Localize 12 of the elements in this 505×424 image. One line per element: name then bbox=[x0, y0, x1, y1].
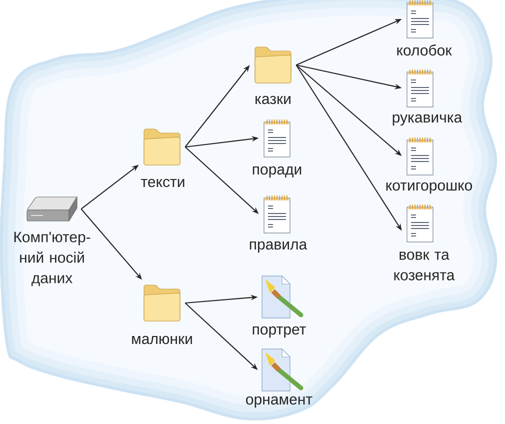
node-label: котигорошко bbox=[386, 182, 472, 194]
node-label: поради bbox=[252, 166, 302, 178]
node-label: малюнки bbox=[132, 336, 192, 344]
node-label: казки bbox=[256, 96, 290, 104]
node-label: портрет bbox=[252, 326, 306, 338]
node-label: рукавичка bbox=[392, 114, 462, 126]
node-label: тексти bbox=[141, 178, 184, 188]
node-label: орнамент bbox=[246, 396, 312, 408]
node-label: вовк та козенята bbox=[394, 252, 455, 280]
node-label: колобок bbox=[397, 44, 452, 56]
node-label: правила bbox=[250, 241, 308, 253]
node-label: Комп'ютер- ний носій даних bbox=[14, 232, 90, 286]
